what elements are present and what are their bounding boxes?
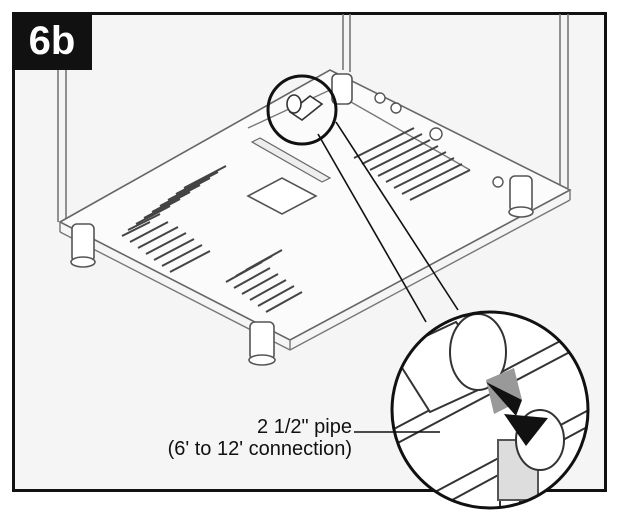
- leveling-feet: [70, 73, 534, 366]
- magnified-view: [390, 310, 590, 510]
- detail-circle-small: [266, 74, 338, 146]
- pipe-stub-small: [286, 94, 324, 121]
- channel: [250, 137, 332, 183]
- vent-grille-right: [353, 127, 471, 201]
- fittings: [374, 92, 504, 188]
- access-panel: [246, 177, 318, 215]
- pipe-size-label: 2 1/2" pipe: [257, 416, 352, 438]
- step-badge: 6b: [12, 12, 92, 70]
- vent-grille-left: [121, 165, 227, 273]
- connection-range-label: (6' to 12' connection): [167, 438, 352, 460]
- vent-grille-center: [225, 249, 303, 313]
- pipe-callout: 2 1/2" pipe (6' to 12' connection): [118, 416, 352, 460]
- cabinet-walls: [57, 14, 569, 222]
- leader-lines: [317, 121, 459, 323]
